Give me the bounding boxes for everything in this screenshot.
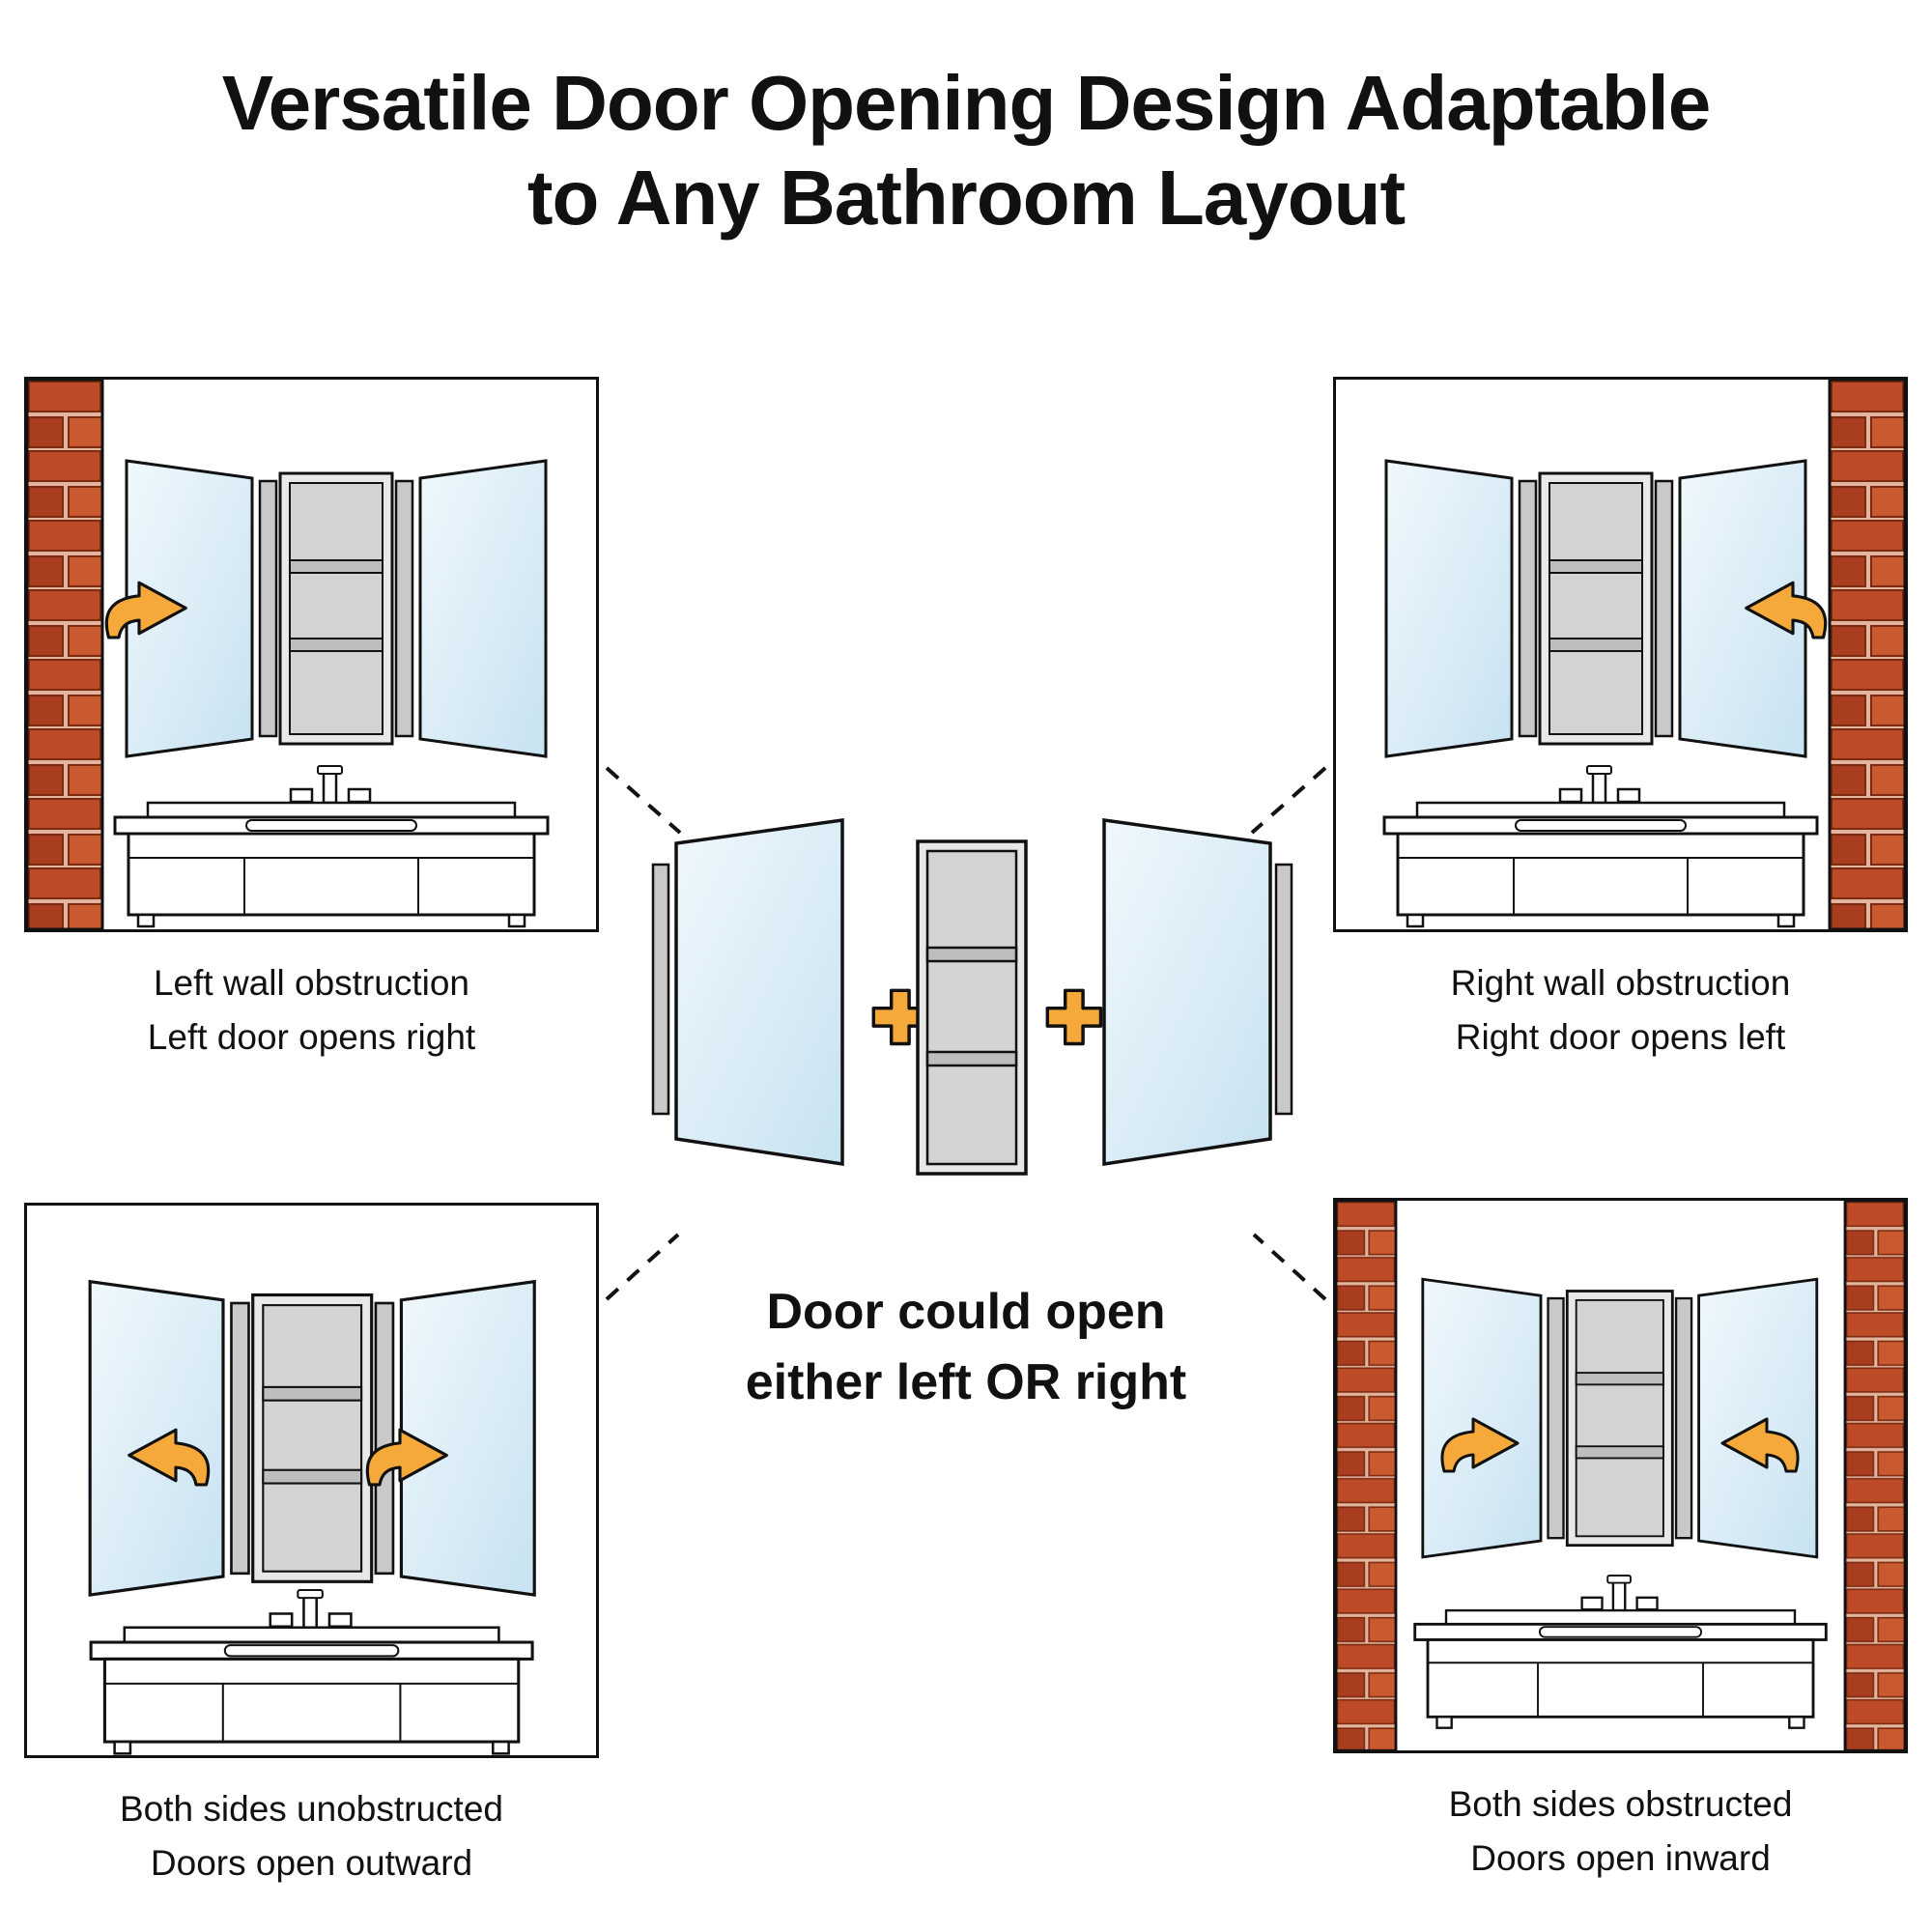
panel-left-wall-obstruction: [24, 377, 599, 932]
bathroom-vanity: [1382, 764, 1819, 928]
plus-icon: [1045, 988, 1103, 1046]
center-caption-line-1: Door could open: [766, 1284, 1166, 1340]
caption-both-sides-unobstructed: Both sides unobstructed Doors open outwa…: [24, 1782, 599, 1889]
cabinet-side-strip: [1274, 863, 1293, 1116]
caption-both-sides-obstructed: Both sides obstructed Doors open inward: [1333, 1777, 1908, 1885]
medicine-cabinet-open: [1384, 459, 1807, 758]
title-line-1: Versatile Door Opening Design Adaptable: [221, 60, 1712, 146]
title-line-2: to Any Bathroom Layout: [526, 154, 1406, 241]
caption-right-wall-obstruction: Right wall obstruction Right door opens …: [1333, 956, 1908, 1064]
cabinet-body: [916, 839, 1028, 1176]
panel-both-sides-obstructed: [1333, 1198, 1908, 1753]
bathroom-vanity: [1413, 1574, 1828, 1730]
brick-wall-left: [27, 380, 104, 929]
unobstructed-illustration: [88, 1280, 536, 1755]
right-wall-illustration: [1382, 380, 1905, 929]
mirror-door-right: [1102, 817, 1272, 1167]
center-caption: Door could open either left OR right: [531, 1277, 1401, 1418]
caption-line: Right wall obstruction: [1450, 963, 1791, 1003]
caption-line: Right door opens left: [1455, 1016, 1786, 1057]
obstructed-illustration: [1336, 1201, 1905, 1750]
medicine-cabinet-open: [125, 459, 548, 758]
caption-line: Doors open inward: [1470, 1837, 1771, 1878]
mirror-door-left: [674, 817, 844, 1167]
brick-wall-right: [1843, 1201, 1905, 1750]
caption-line: Left door opens right: [147, 1016, 476, 1057]
brick-wall-left: [1336, 1201, 1398, 1750]
center-diagram-illustration: [651, 817, 1293, 1176]
center-caption-line-2: either left OR right: [745, 1353, 1187, 1410]
medicine-cabinet-open: [88, 1280, 536, 1597]
left-wall-illustration: [27, 380, 550, 929]
caption-line: Both sides unobstructed: [120, 1789, 503, 1829]
medicine-cabinet-open: [1421, 1277, 1819, 1559]
brick-wall-right: [1828, 380, 1905, 929]
caption-left-wall-obstruction: Left wall obstruction Left door opens ri…: [24, 956, 599, 1064]
caption-line: Both sides obstructed: [1448, 1784, 1793, 1824]
caption-line: Left wall obstruction: [153, 963, 469, 1003]
panel-right-wall-obstruction: [1333, 377, 1908, 932]
bathroom-vanity: [89, 1588, 534, 1755]
panel-both-sides-unobstructed: [24, 1203, 599, 1758]
caption-line: Doors open outward: [150, 1842, 473, 1883]
page-title: Versatile Door Opening Design Adaptable …: [48, 56, 1884, 244]
cabinet-side-strip: [651, 863, 670, 1116]
bathroom-vanity: [113, 764, 550, 928]
